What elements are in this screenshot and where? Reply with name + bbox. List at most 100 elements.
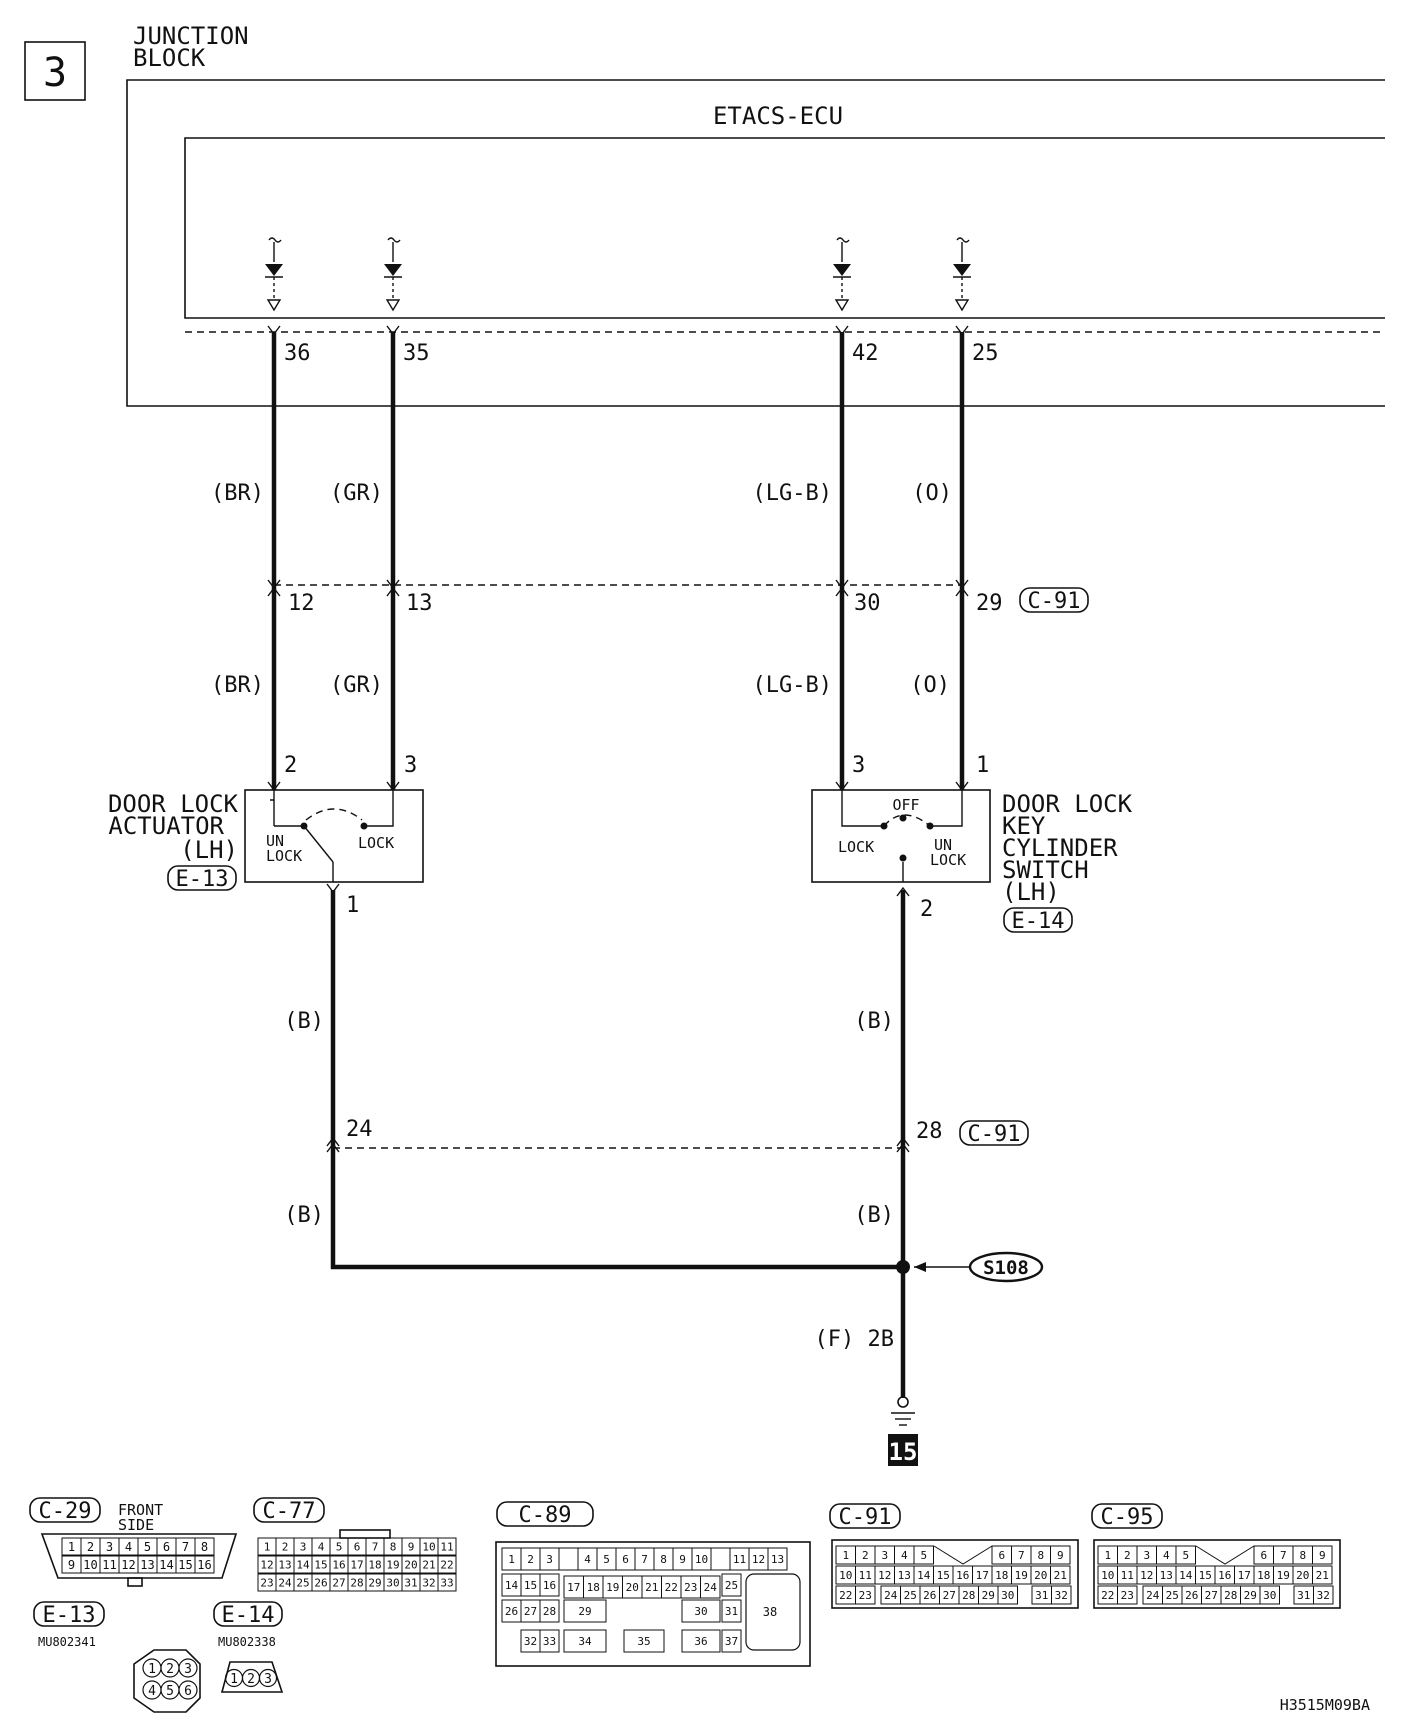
- splice-point-icon: [896, 1260, 910, 1274]
- pin-number: 26: [505, 1605, 518, 1618]
- pin-cell: [178, 1680, 198, 1700]
- ecu-pin-label: 25: [972, 341, 999, 366]
- connector-pin-label: 24: [346, 1117, 373, 1142]
- pin-number: 19: [386, 1558, 399, 1571]
- wire-color-label: (BR): [211, 673, 264, 698]
- pin-number: 20: [1034, 1569, 1047, 1582]
- pin-number: 21: [422, 1558, 435, 1571]
- pin-number: 29: [578, 1605, 591, 1618]
- wire-color-label: (GR): [330, 481, 383, 506]
- pin-number: 7: [1018, 1549, 1025, 1562]
- ecu-pin-label: 36: [284, 341, 311, 366]
- key-switch-unlock-label-1: UN: [934, 836, 952, 854]
- pin-number: 16: [332, 1558, 345, 1571]
- wire-color-label: (BR): [211, 481, 264, 506]
- ecu-diodes: [265, 237, 971, 312]
- pin-number: 31: [1297, 1589, 1310, 1602]
- ecu-title: ETACS-ECU: [713, 102, 843, 130]
- pin-number: 5: [336, 1540, 343, 1553]
- pin-number: 2: [87, 1540, 94, 1554]
- connector-pin-label: 29: [976, 591, 1003, 616]
- connector-name: C-77: [263, 1499, 316, 1524]
- pin-cell: [1312, 1565, 1333, 1585]
- pin-cell: [700, 1575, 721, 1599]
- pin-number: 12: [260, 1558, 273, 1571]
- key-switch-name-4: SWITCH: [1002, 856, 1089, 884]
- pin-number: 35: [637, 1635, 650, 1648]
- junction-block: JUNCTION BLOCK: [126, 22, 1385, 407]
- pin-number: 4: [125, 1540, 132, 1554]
- wire-color-label: (GR): [330, 673, 383, 698]
- pin-cell: [913, 1545, 934, 1565]
- pin-number: 34: [578, 1635, 592, 1648]
- ground-icon: [891, 1412, 915, 1426]
- pin-number: 22: [1101, 1589, 1114, 1602]
- figure-code: H3515M09BA: [1280, 1696, 1370, 1714]
- key-switch-unlock-label-2: LOCK: [930, 851, 966, 869]
- pin-cell: [721, 1629, 742, 1653]
- actuator-unlock-label-2: LOCK: [266, 847, 302, 865]
- pin-number: 19: [1277, 1569, 1290, 1582]
- wire-color-label: (B): [284, 1009, 324, 1034]
- actuator-ground-pin: 1: [346, 893, 359, 918]
- actuator-pin-label: 2: [284, 753, 297, 778]
- pin-number: 2: [862, 1549, 869, 1562]
- page-number-text: 3: [43, 50, 67, 96]
- connector-c91-upper: 12 13 30 29 C-91: [274, 584, 1089, 616]
- pin-cell: [1312, 1545, 1333, 1565]
- pin-number: 11: [440, 1540, 453, 1553]
- pin-cell: [563, 1629, 607, 1653]
- pin-number: 26: [1185, 1589, 1198, 1602]
- connector-part-number: MU802341: [38, 1635, 96, 1649]
- pin-number: 28: [1224, 1589, 1237, 1602]
- ecu-pin-label: 35: [403, 341, 430, 366]
- connector-pin-label: 12: [288, 591, 315, 616]
- connector-name: C-91: [839, 1505, 892, 1530]
- pin-number: 1: [508, 1553, 515, 1566]
- ecu-pin-label: 42: [852, 341, 879, 366]
- pin-number: 3: [1143, 1549, 1150, 1562]
- pin-number: 23: [1121, 1589, 1134, 1602]
- pin-number: 16: [1218, 1569, 1231, 1582]
- pin-cell: [563, 1599, 607, 1623]
- pin-number: 32: [1055, 1589, 1068, 1602]
- diode-icon: [953, 237, 971, 312]
- pin-number: 33: [543, 1635, 556, 1648]
- pin-number: 29: [1244, 1589, 1257, 1602]
- pin-cell: [1313, 1585, 1334, 1605]
- pin-number: 13: [278, 1558, 291, 1571]
- pin-number: 32: [1317, 1589, 1330, 1602]
- pin-number: 2: [527, 1553, 534, 1566]
- pin-number: 15: [178, 1558, 192, 1572]
- pin-number: 14: [296, 1558, 310, 1571]
- pin-number: 17: [567, 1581, 580, 1594]
- pin-cell: [623, 1629, 665, 1653]
- key-switch-name-2: KEY: [1002, 812, 1046, 840]
- pin-number: 25: [296, 1576, 309, 1589]
- wire-color-label: (O): [912, 481, 952, 506]
- actuator-connector-name: E-13: [176, 867, 229, 892]
- pin-cell: [539, 1629, 560, 1653]
- connector-name: C-95: [1101, 1505, 1154, 1530]
- key-cylinder-switch: 3 1 OFF LOCK UN LOCK DOOR LOCK KEY CYLIN…: [811, 753, 1133, 934]
- pin-number: 6: [998, 1549, 1005, 1562]
- pin-number: 5: [1182, 1549, 1189, 1562]
- page-number: 3: [24, 41, 86, 101]
- pin-number: 6: [622, 1553, 629, 1566]
- pin-number: 28: [543, 1605, 556, 1618]
- ground-circuit: (B) (B) (B) (B) 24 28 C-91 S108 (F) 2B 1…: [284, 890, 1044, 1466]
- pin-number: 30: [1001, 1589, 1014, 1602]
- pin-cell: [997, 1585, 1018, 1605]
- pin-number: 1: [68, 1540, 75, 1554]
- key-switch-lock-label: LOCK: [838, 838, 874, 856]
- pin-number: 1: [230, 1672, 238, 1687]
- pin-number: 9: [679, 1553, 686, 1566]
- pin-cell: [258, 1668, 278, 1688]
- pin-number: 17: [976, 1569, 989, 1582]
- pin-cell: [437, 1555, 457, 1574]
- pin-cell: [721, 1599, 742, 1623]
- connector-part-number: MU802338: [218, 1635, 276, 1649]
